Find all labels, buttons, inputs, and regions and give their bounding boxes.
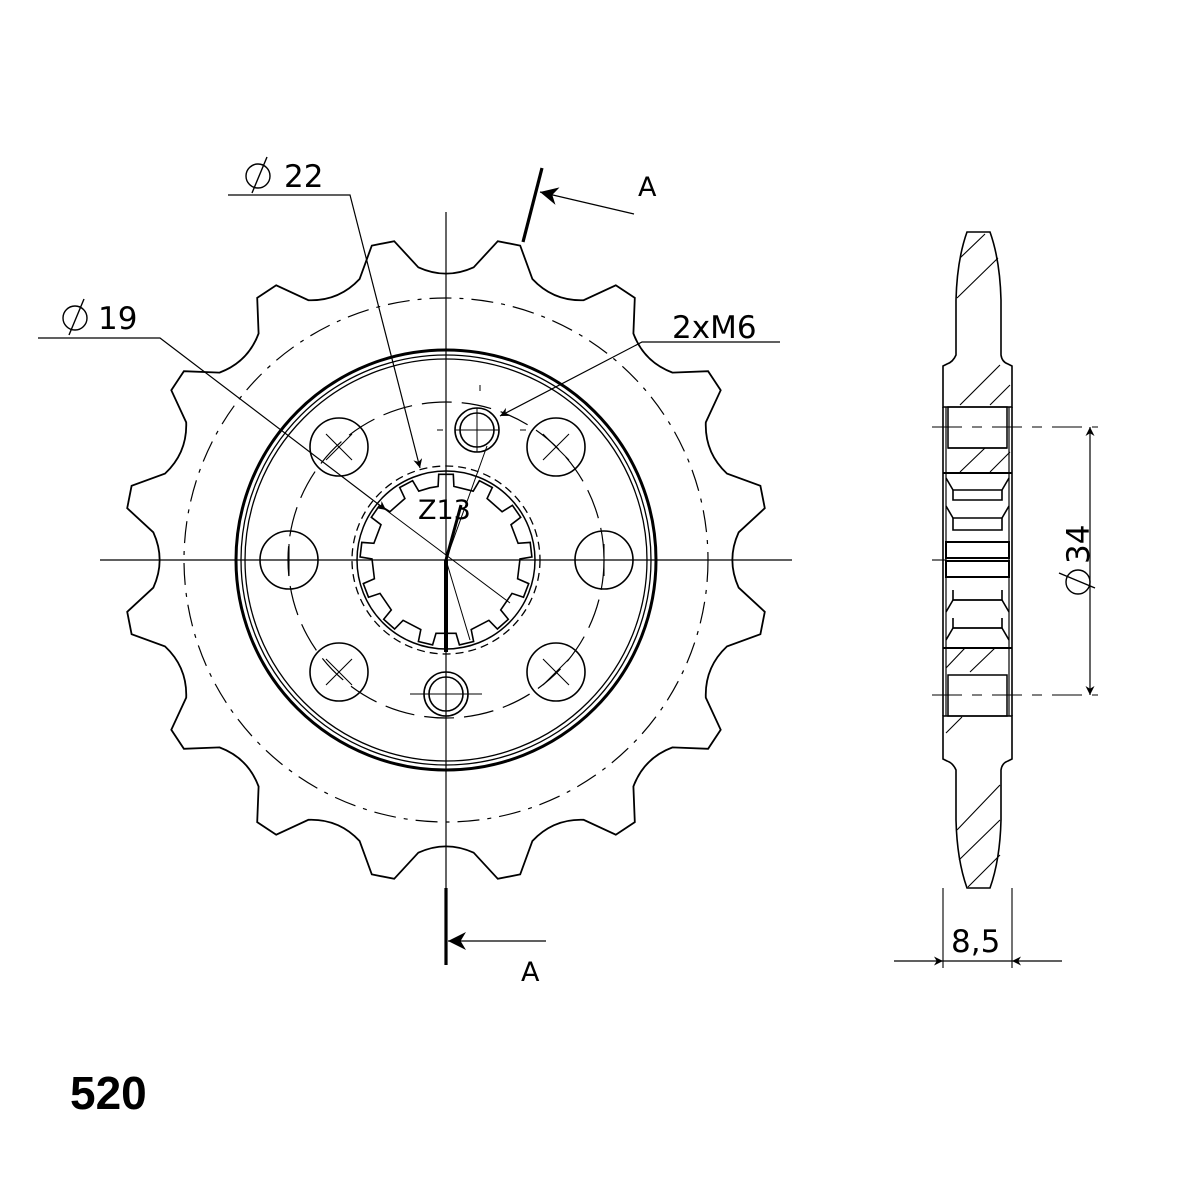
dia19-leader	[38, 337, 387, 511]
side-tooth-top	[942, 231, 1013, 408]
svg-text:19: 19	[98, 301, 137, 337]
bolt-hole	[526, 642, 586, 702]
dia19-label: 19	[62, 298, 137, 337]
bolt-hole	[526, 417, 586, 477]
side-dimensions	[894, 427, 1095, 966]
section-label-top: A	[638, 172, 657, 203]
section-a-top-arrow	[539, 187, 635, 215]
section-a-top-cut	[521, 167, 544, 243]
front-dimensions	[38, 167, 780, 965]
front-labels: 22 19 2xM6 Z13 A A	[62, 156, 757, 988]
side-tooth-bottom	[942, 715, 1013, 889]
hatching	[945, 233, 1011, 888]
dia22-label: 22	[245, 156, 323, 195]
bolt-holes	[259, 417, 634, 702]
threaded-holes-label: 2xM6	[672, 310, 757, 346]
svg-text:22: 22	[284, 159, 323, 195]
bolt-hole	[259, 530, 319, 590]
chain-pitch-label: 520	[70, 1067, 147, 1119]
bolt-hole	[309, 417, 369, 477]
bolt-hole	[574, 530, 634, 590]
side-view	[932, 231, 1098, 968]
spline-label: Z13	[418, 495, 471, 526]
dia22-leader	[228, 194, 423, 469]
side-labels: 34 8,5	[951, 525, 1097, 960]
sprocket-teeth-outline	[126, 240, 766, 880]
threaded-hole-bottom	[410, 671, 482, 717]
dia34-label: 34	[1058, 525, 1097, 595]
m6-leader	[499, 341, 780, 417]
threaded-hole-top	[454, 407, 500, 453]
thickness-label: 8,5	[951, 924, 1000, 960]
section-label-bottom: A	[521, 957, 540, 988]
svg-text:34: 34	[1061, 525, 1097, 564]
bolt-hole	[309, 642, 369, 702]
spline-outline	[359, 473, 533, 646]
